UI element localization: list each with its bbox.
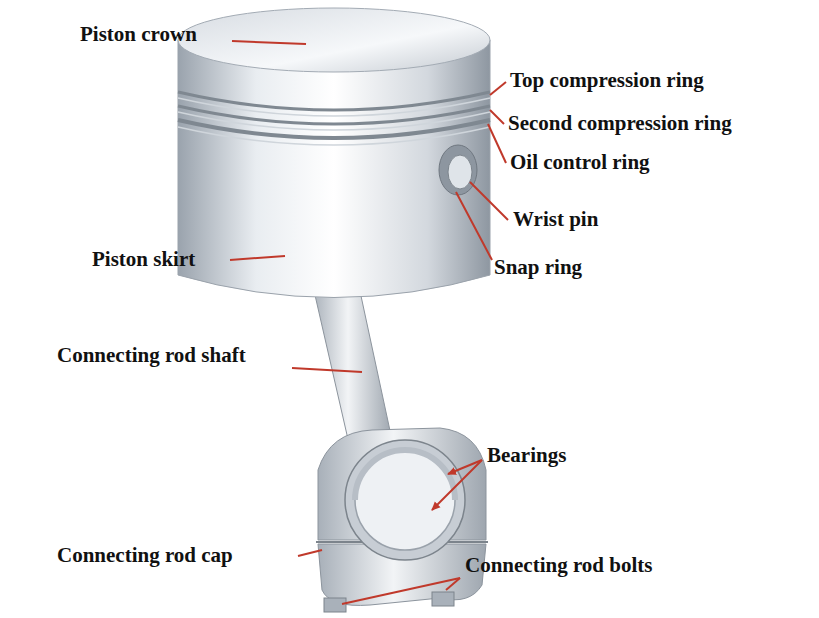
- part-label: Connecting rod shaft: [57, 343, 246, 367]
- part-label: Connecting rod bolts: [465, 553, 652, 577]
- part-label: Snap ring: [494, 255, 582, 279]
- part-label: Second compression ring: [508, 111, 732, 135]
- part-label: Wrist pin: [513, 207, 598, 231]
- part-label: Piston crown: [80, 22, 197, 46]
- part-label: Oil control ring: [510, 150, 650, 174]
- part-label: Connecting rod cap: [57, 543, 233, 567]
- part-label: Piston skirt: [92, 247, 195, 271]
- part-label: Bearings: [487, 443, 566, 467]
- part-label: Top compression ring: [510, 68, 704, 92]
